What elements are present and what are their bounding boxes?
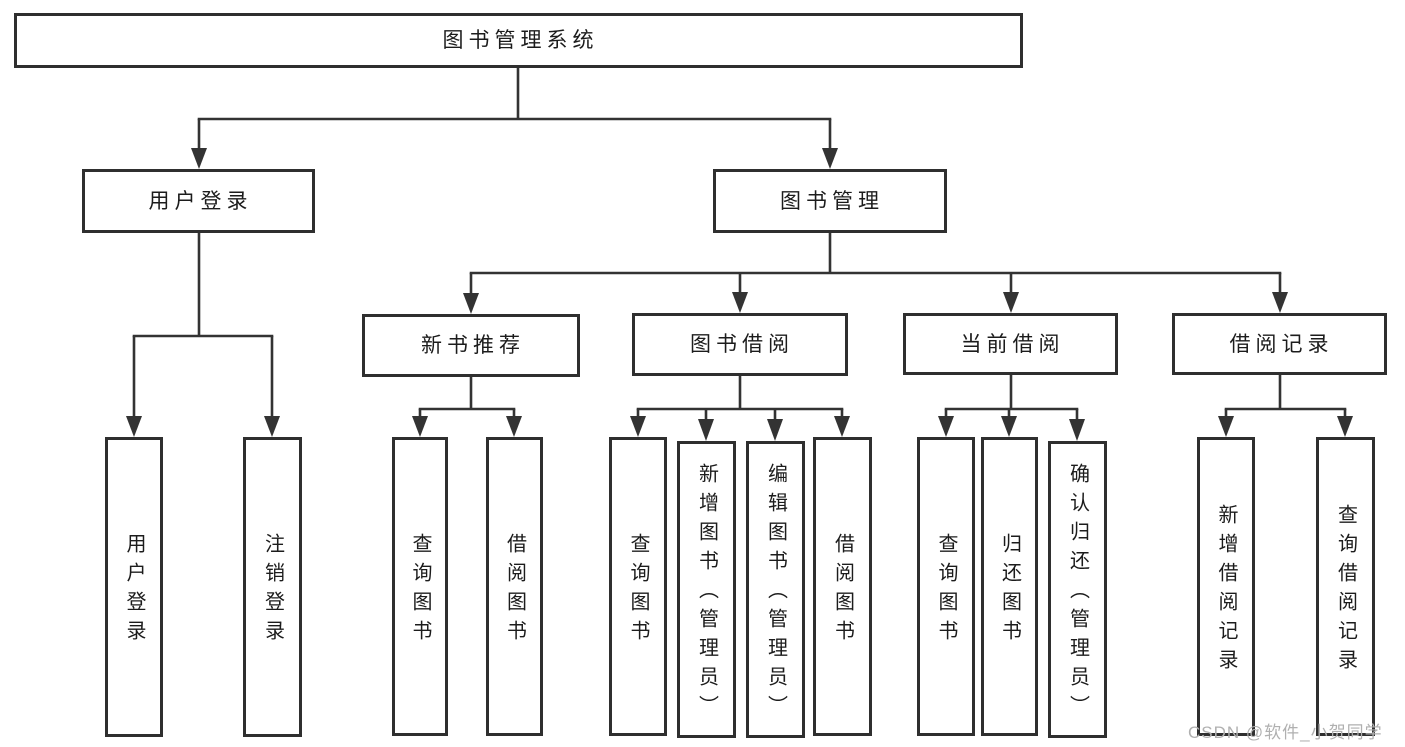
leaf-query-books-2: 查询图书 [609, 437, 667, 736]
node-current-borrow: 当前借阅 [903, 313, 1118, 375]
leaf-add-borrow-record-label: 新增借阅记录 [1215, 503, 1237, 678]
leaf-user-login: 用户登录 [105, 437, 163, 737]
node-new-book-recommend-label: 新书推荐 [421, 334, 525, 357]
node-user-login: 用户登录 [82, 169, 315, 233]
leaf-query-borrow-record-label: 查询借阅记录 [1334, 503, 1357, 678]
node-new-book-recommend: 新书推荐 [362, 314, 580, 377]
leaf-confirm-return-admin-label: 确认归还（管理员） [1066, 463, 1089, 724]
leaf-query-books-3-label: 查询图书 [935, 532, 957, 649]
leaf-add-borrow-record: 新增借阅记录 [1197, 437, 1255, 736]
csdn-watermark: CSDN @软件_小贺同学 [1188, 723, 1383, 742]
leaf-add-book-admin-label: 新增图书（管理员） [695, 463, 718, 724]
node-root-label: 图书管理系统 [442, 29, 599, 52]
node-borrow-records: 借阅记录 [1172, 313, 1387, 375]
leaf-add-book-admin: 新增图书（管理员） [677, 441, 736, 738]
leaf-borrow-books-2: 借阅图书 [813, 437, 872, 736]
leaf-query-books-1: 查询图书 [392, 437, 448, 736]
node-borrow-records-label: 借阅记录 [1229, 332, 1334, 356]
leaf-borrow-books-1: 借阅图书 [486, 437, 543, 736]
leaf-edit-book-admin-label: 编辑图书（管理员） [764, 463, 787, 724]
node-book-management: 图书管理 [713, 169, 947, 233]
node-user-login-label: 用户登录 [148, 189, 253, 213]
node-current-borrow-label: 当前借阅 [960, 332, 1065, 356]
leaf-user-login-label: 用户登录 [123, 533, 145, 649]
node-book-management-label: 图书管理 [780, 189, 884, 213]
leaf-borrow-books-1-label: 借阅图书 [503, 532, 526, 649]
node-book-borrow: 图书借阅 [632, 313, 848, 376]
leaf-query-books-2-label: 查询图书 [627, 532, 649, 649]
leaf-query-books-1-label: 查询图书 [409, 532, 431, 649]
node-book-borrow-label: 图书借阅 [690, 333, 794, 356]
leaf-return-books: 归还图书 [981, 437, 1038, 736]
leaf-query-books-3: 查询图书 [917, 437, 975, 736]
leaf-edit-book-admin: 编辑图书（管理员） [746, 441, 805, 738]
leaf-borrow-books-2-label: 借阅图书 [831, 532, 854, 649]
leaf-logout-label: 注销登录 [261, 533, 284, 649]
leaf-logout: 注销登录 [243, 437, 302, 737]
node-root: 图书管理系统 [14, 13, 1023, 68]
leaf-confirm-return-admin: 确认归还（管理员） [1048, 441, 1107, 738]
leaf-query-borrow-record: 查询借阅记录 [1316, 437, 1375, 736]
leaf-return-books-label: 归还图书 [998, 532, 1021, 649]
